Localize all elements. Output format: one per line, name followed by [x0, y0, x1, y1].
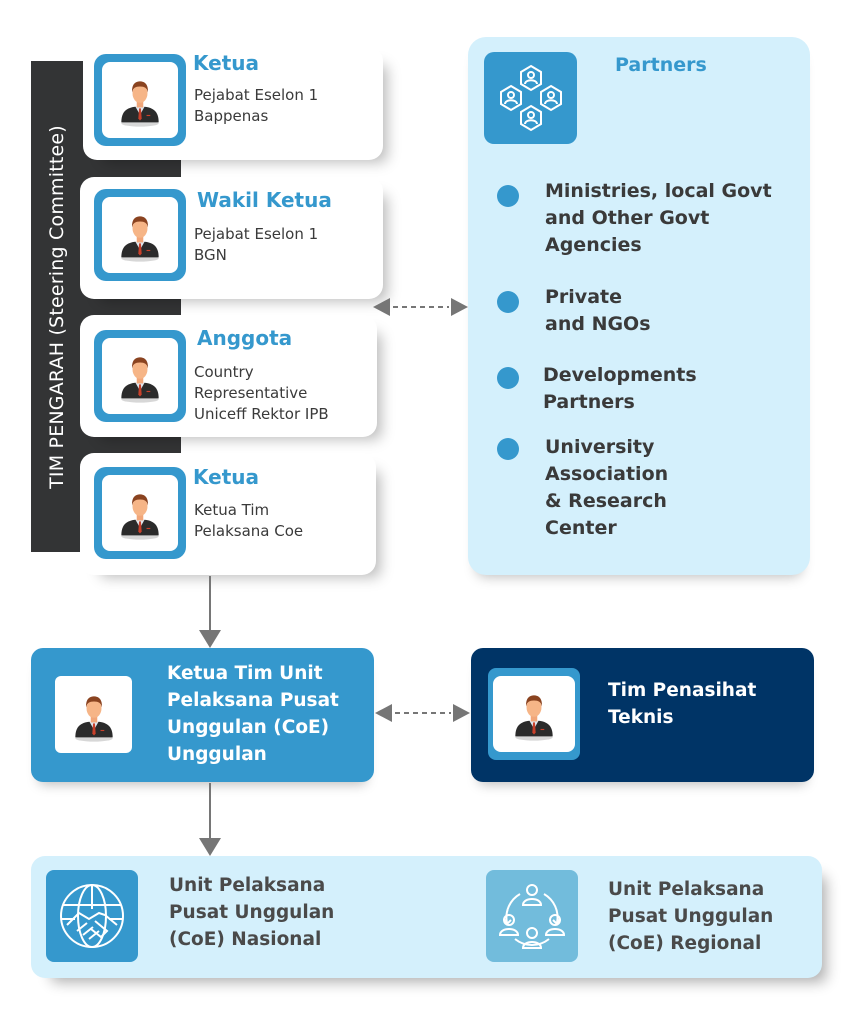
avatar-frame	[94, 330, 186, 422]
bullet-dot	[497, 185, 519, 207]
people-cycle-icon	[486, 870, 578, 962]
member-description: Country Representative Uniceff Rektor IP…	[194, 363, 329, 423]
avatar-frame	[55, 676, 132, 753]
avatar-frame	[488, 668, 580, 760]
execution-unit-label: Unit Pelaksana Pusat Unggulan (CoE) Regi…	[608, 879, 774, 954]
bullet-dot	[497, 367, 519, 389]
member-card-anggota[interactable]: Anggota Country Representative Uniceff R…	[80, 315, 377, 437]
member-card-ketua[interactable]: Ketua Pejabat Eselon 1 Bappenas	[83, 47, 383, 160]
bidirectional-dashed-arrow	[373, 298, 468, 316]
bullet-dot	[497, 291, 519, 313]
execution-units-panel	[31, 856, 822, 978]
person-avatar-icon	[112, 207, 168, 263]
execution-unit-label: Unit Pelaksana Pusat Unggulan (CoE) Nasi…	[169, 875, 335, 950]
member-description: Pejabat Eselon 1 BGN	[194, 225, 319, 264]
partner-item: Developments Partners	[543, 364, 697, 413]
person-avatar-icon	[112, 485, 168, 541]
connector-line	[209, 576, 211, 631]
avatar-frame	[94, 467, 186, 559]
person-avatar-icon	[506, 686, 562, 742]
arrow-down-icon	[199, 838, 221, 856]
globe-handshake-icon	[46, 870, 138, 962]
member-title: Ketua	[193, 51, 260, 75]
arrow-down-icon	[199, 630, 221, 648]
member-card-wakil-ketua[interactable]: Wakil Ketua Pejabat Eselon 1 BGN	[80, 177, 383, 299]
partner-item: Ministries, local Govt and Other Govt Ag…	[545, 180, 772, 256]
member-title: Wakil Ketua	[197, 188, 332, 212]
avatar-frame	[94, 54, 186, 146]
member-title: Ketua	[193, 465, 260, 489]
steering-committee-label: TIM PENGARAH (Steering Committee)	[46, 124, 68, 489]
partners-title: Partners	[615, 54, 707, 76]
technical-advisors-label: Tim Penasihat Teknis	[608, 680, 757, 728]
member-description: Ketua Tim Pelaksana Coe	[194, 501, 304, 540]
people-network-icon	[484, 52, 577, 144]
bullet-dot	[497, 438, 519, 460]
person-avatar-icon	[112, 72, 168, 128]
member-card-ketua-pelaksana[interactable]: Ketua Ketua Tim Pelaksana Coe	[80, 453, 376, 575]
person-avatar-icon	[112, 348, 168, 404]
person-avatar-icon	[66, 687, 122, 743]
steering-committee-label-wrap: TIM PENGARAH (Steering Committee)	[31, 61, 83, 552]
avatar-frame	[94, 189, 186, 281]
connector-line	[209, 783, 211, 839]
member-title: Anggota	[197, 326, 293, 350]
partner-item: Private and NGOs	[545, 286, 651, 335]
member-description: Pejabat Eselon 1 Bappenas	[194, 86, 319, 125]
partner-item: University Association & Research Center	[545, 436, 669, 539]
bidirectional-dashed-arrow	[375, 704, 470, 722]
implementation-unit-label: Ketua Tim Unit Pelaksana Pusat Unggulan …	[167, 663, 339, 765]
